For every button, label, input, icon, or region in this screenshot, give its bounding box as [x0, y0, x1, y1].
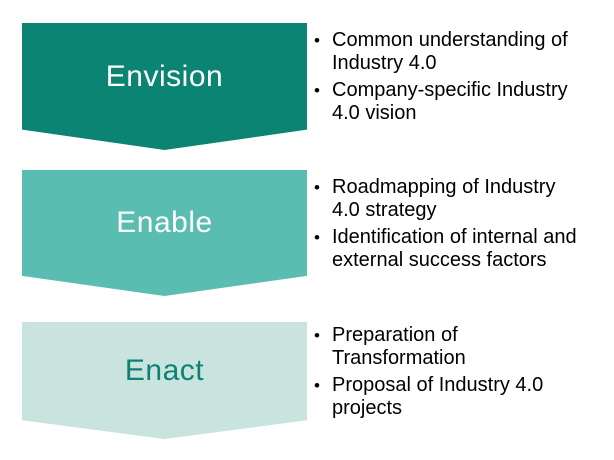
- bullet-marker: •: [314, 326, 320, 345]
- stage-title-enact: Enact: [124, 353, 205, 387]
- bullet-item: • Common understanding of Industry 4.0: [314, 29, 610, 75]
- stage-title-envision: Envision: [105, 59, 224, 93]
- stage-bullets-enable: • Roadmapping of Industry 4.0 strategy •…: [314, 176, 610, 276]
- stage-title-enable: Enable: [116, 206, 213, 239]
- bullet-text: Identification of internal and external …: [332, 226, 577, 271]
- bullet-item: • Proposal of Industry 4.0 projects: [314, 374, 610, 420]
- bullet-text: Preparation of Transformation: [332, 324, 466, 369]
- stage-bullets-enact: • Preparation of Transformation • Propos…: [314, 324, 610, 424]
- bullet-marker: •: [314, 31, 320, 50]
- chevron-shape-enable: Enable: [22, 170, 307, 296]
- chevron-shape-enact: Enact: [22, 322, 307, 439]
- bullet-item: • Identification of internal and externa…: [314, 226, 610, 272]
- stage-row-enact: Enact • Preparation of Transformation • …: [22, 322, 614, 439]
- bullet-item: • Roadmapping of Industry 4.0 strategy: [314, 176, 610, 222]
- bullet-text: Proposal of Industry 4.0 projects: [332, 374, 544, 419]
- chevron-shape-envision: Envision: [22, 23, 307, 150]
- bullet-marker: •: [314, 376, 320, 395]
- stage-bullets-envision: • Common understanding of Industry 4.0 •…: [314, 29, 610, 129]
- bullet-text: Roadmapping of Industry 4.0 strategy: [332, 176, 556, 221]
- stage-row-envision: Envision • Common understanding of Indus…: [22, 23, 614, 150]
- bullet-marker: •: [314, 228, 320, 247]
- bullet-text: Common understanding of Industry 4.0: [332, 29, 568, 74]
- bullet-marker: •: [314, 81, 320, 100]
- bullet-item: • Company-specific Industry 4.0 vision: [314, 79, 610, 125]
- bullet-item: • Preparation of Transformation: [314, 324, 610, 370]
- bullet-text: Company-specific Industry 4.0 vision: [332, 79, 568, 124]
- bullet-marker: •: [314, 178, 320, 197]
- stage-row-enable: Enable • Roadmapping of Industry 4.0 str…: [22, 170, 614, 296]
